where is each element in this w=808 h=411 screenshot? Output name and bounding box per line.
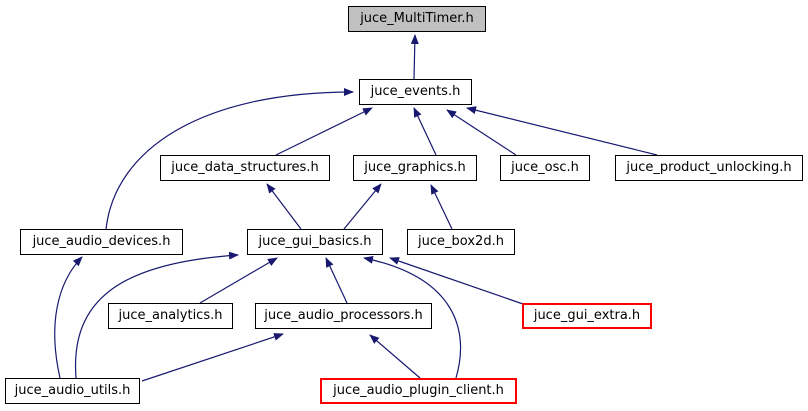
edge-juce_analytics-to-juce_gui_basics [199,257,278,304]
node-juce_box2d[interactable]: juce_box2d.h [407,229,515,255]
edge-juce_audio_utils-to-juce_gui_basics [74,251,239,379]
edge-juce_product_unlocking-to-juce_events [466,106,658,156]
node-juce_analytics[interactable]: juce_analytics.h [108,303,233,329]
edge-juce_audio_utils-to-juce_audio_devices [54,256,83,379]
edge-juce_gui_basics-to-juce_graphics [343,183,382,230]
edge-juce_events-to-juce_MultiTimer [410,34,419,80]
edge-juce_audio_plugin_client-to-juce_gui_basics [363,255,462,379]
edge-juce_audio_plugin_client-to-juce_audio_processors [369,334,421,379]
edge-juce_osc-to-juce_events [446,109,517,156]
edge-juce_gui_extra-to-juce_gui_basics [389,257,524,305]
node-juce_audio_utils[interactable]: juce_audio_utils.h [5,378,140,404]
edge-juce_audio_utils-to-juce_audio_processors [141,333,284,382]
node-juce_events[interactable]: juce_events.h [359,79,472,105]
edge-juce_audio_devices-to-juce_events [105,88,354,230]
node-juce_MultiTimer[interactable]: juce_MultiTimer.h [348,6,486,32]
edge-juce_gui_basics-to-juce_data_structures [266,183,302,230]
edge-juce_data_structures-to-juce_events [275,107,373,156]
node-juce_audio_devices[interactable]: juce_audio_devices.h [20,229,183,255]
node-juce_gui_basics[interactable]: juce_gui_basics.h [247,229,383,255]
node-juce_gui_extra[interactable]: juce_gui_extra.h [522,303,652,329]
node-juce_product_unlocking[interactable]: juce_product_unlocking.h [615,155,803,181]
node-juce_audio_processors[interactable]: juce_audio_processors.h [255,303,432,329]
edge-juce_graphics-to-juce_events [413,107,437,156]
node-juce_data_structures[interactable]: juce_data_structures.h [160,155,330,181]
node-juce_osc[interactable]: juce_osc.h [500,155,590,181]
node-juce_graphics[interactable]: juce_graphics.h [353,155,477,181]
edge-juce_box2d-to-juce_graphics [430,184,453,230]
edge-juce_audio_processors-to-juce_gui_basics [325,257,348,304]
node-juce_audio_plugin_client[interactable]: juce_audio_plugin_client.h [320,378,517,404]
